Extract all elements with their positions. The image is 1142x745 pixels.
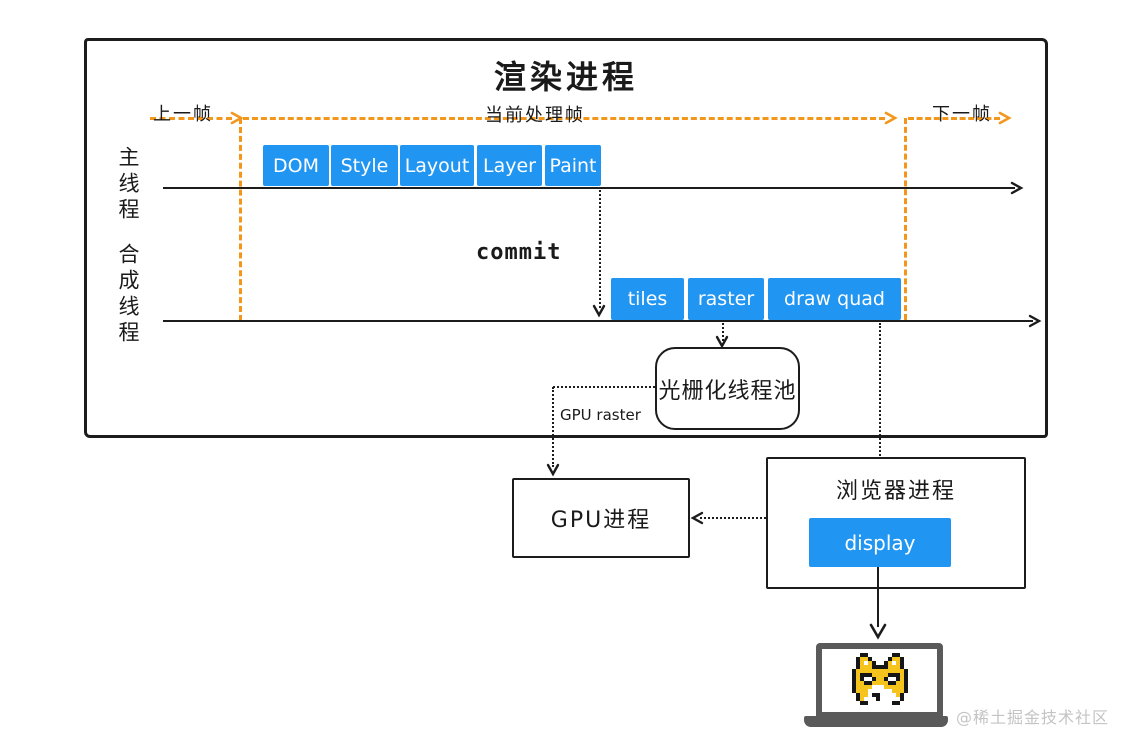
laptop-base [804, 716, 948, 727]
current-frame-arrow-icon [882, 110, 898, 126]
pool-to-gpu-arrow-icon [545, 461, 561, 477]
stage-style: Style [331, 145, 398, 186]
gpu-raster-label: GPU raster [560, 406, 641, 424]
drawquad-to-display-line [879, 323, 881, 508]
browser-to-gpu-line [700, 517, 766, 519]
display-to-laptop-line [877, 567, 879, 627]
commit-arrow-icon [591, 302, 607, 318]
render-process-box [84, 38, 1048, 438]
stage-paint: Paint [545, 145, 601, 186]
gpu-process-title: GPU进程 [550, 508, 652, 533]
shiba-dog-icon [852, 653, 908, 709]
stage-tiles: tiles [611, 278, 684, 320]
commit-label: commit [476, 240, 562, 265]
pool-to-gpu-line-horizontal [553, 386, 655, 388]
compositor-thread-line [163, 320, 1033, 322]
main-thread-label: 主线程 [116, 146, 140, 224]
prev-frame-label: 上一帧 [153, 104, 213, 125]
display-to-laptop-arrow-icon [866, 618, 890, 642]
commit-connector-line [599, 190, 601, 308]
display-box: display [809, 518, 951, 567]
main-thread-line [163, 187, 1015, 189]
raster-to-pool-arrow-icon [714, 333, 730, 349]
browser-to-gpu-arrow-icon [690, 510, 706, 526]
raster-pool-node: 光栅化线程池 [655, 347, 800, 430]
pool-to-gpu-line-vertical [552, 387, 554, 467]
next-frame-label: 下一帧 [932, 104, 992, 125]
next-frame-arrow-line [908, 117, 1000, 120]
gpu-process-box: GPU进程 [512, 478, 690, 558]
stage-dom: DOM [263, 145, 329, 186]
watermark: @稀土掘金技术社区 [956, 708, 1110, 727]
stage-raster: raster [688, 278, 764, 320]
frame-end-divider [904, 118, 907, 320]
current-frame-label: 当前处理帧 [485, 105, 585, 126]
prev-frame-arrow-line [150, 117, 232, 120]
raster-to-pool-line [722, 323, 724, 341]
compositor-thread-label: 合成线程 [116, 243, 140, 347]
render-process-title: 渲染进程 [493, 58, 638, 96]
stage-layer: Layer [477, 145, 542, 186]
stage-draw-quad: draw quad [768, 278, 901, 320]
main-thread-arrow-icon [1008, 180, 1024, 196]
compositor-thread-arrow-icon [1026, 313, 1042, 329]
browser-process-title: 浏览器进程 [835, 479, 956, 504]
frame-start-divider [239, 118, 242, 321]
next-frame-arrow-icon [996, 110, 1012, 126]
stage-layout: Layout [400, 145, 474, 186]
current-frame-arrow-line [243, 117, 885, 120]
